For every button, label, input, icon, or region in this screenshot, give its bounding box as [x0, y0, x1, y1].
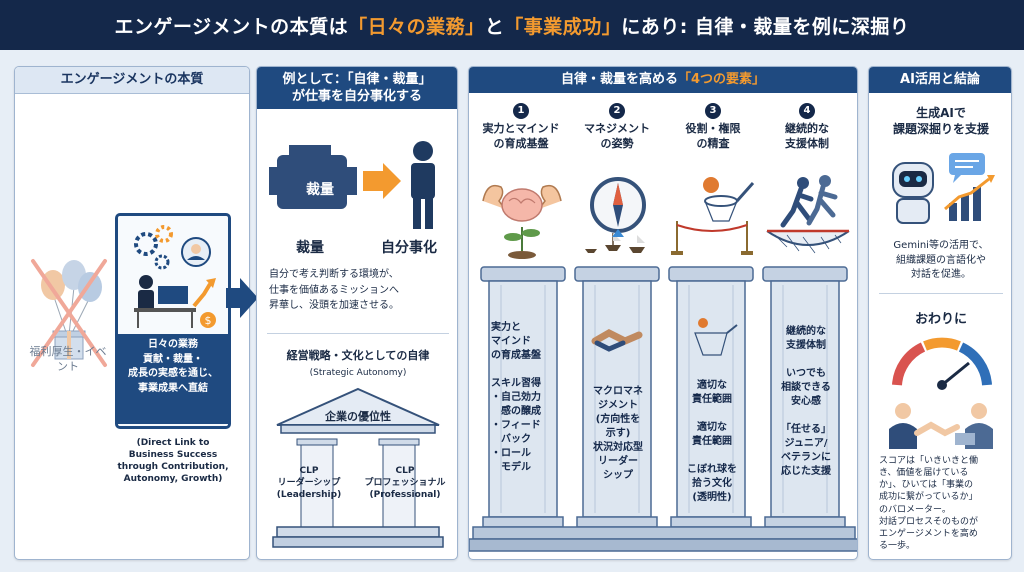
discretion-label: 裁量 [296, 240, 324, 256]
conclusion-description: スコアは「いきいきと働 き、価値を届けている か」、ひいては「事業の 成功に繋が… [879, 456, 979, 551]
pillar-2 [574, 266, 660, 528]
balloon-gift-icon [31, 259, 107, 367]
conclusion-title: おわりに [914, 312, 967, 327]
pillar-1 [480, 266, 566, 528]
element-4-title: 継続的な 支援体制 [785, 122, 829, 151]
brain-muscle-icon [482, 184, 562, 259]
panel-essence-heading: エンゲージメントの本質 [15, 67, 249, 94]
clp-professional: CLP プロフェッショナル (Professional) [364, 466, 446, 501]
temple-label: 企業の優位性 [325, 410, 391, 423]
panel-four-elements-heading-part2: 「4つの要素」 [677, 72, 766, 87]
engine-to-person-icon [269, 141, 435, 229]
ai-title: 生成AIで 課題深掘りを支援 [892, 106, 989, 137]
flow-arrow-icon [226, 278, 258, 318]
title-part-5: にあり: 自律・裁量を例に深掘り [621, 15, 910, 38]
pillar-4 [762, 266, 848, 528]
panel-ai-conclusion: AI活用と結論 生成AIで 課題深掘りを支援 Gemini等の活用で、 組織課題… [868, 66, 1012, 560]
title-part-3: と [484, 15, 505, 38]
panel-autonomy-heading: 例として：「自律・裁量」 が仕事を自分事化する [257, 67, 457, 109]
engine-label: 裁量 [306, 182, 334, 198]
temple-icon [272, 387, 444, 548]
panel-autonomy-heading-line2: が仕事を自分事化する [291, 89, 422, 104]
compass-icon [585, 177, 646, 253]
title-part-4: 「事業成功」 [504, 15, 622, 38]
panel-ai-heading: AI活用と結論 [869, 67, 1011, 93]
element-4: 4 継続的な 支援体制 [759, 103, 855, 152]
autonomy-description: 自分で考え判断する環境が、 仕事を価値あるミッションへ 昇華し、没頭を加速させる… [269, 269, 399, 311]
panel-essence: エンゲージメントの本質 福利厚生・イベント [14, 66, 250, 560]
panel-autonomy-example: 例として：「自律・裁量」 が仕事を自分事化する 裁量 裁量 自分事化 自分で考え… [256, 66, 458, 560]
element-1-title: 実力とマインド の育成基盤 [482, 122, 560, 151]
element-1: 1 実力とマインド の育成基盤 [473, 103, 569, 152]
desk-worker-icon: $ [134, 225, 216, 328]
divider-2 [879, 293, 1003, 294]
pillar-1-text: 実力と マインド の育成基盤 スキル習得 ・自己効力 感の醸成 ・フィード バッ… [491, 322, 541, 473]
daily-work-card: $ 日々の業務 貢献・裁量・ 成長の実感を通じ、 事業成果へ直結 [115, 213, 231, 429]
element-2-number: 2 [609, 103, 625, 119]
panel-four-elements: 自律・裁量を高める「4つの要素」 1 実力とマインド の育成基盤 2 マネジメン… [468, 66, 858, 560]
pillar-2-text: マクロマネ ジメント (方向性を 示す) 状況対応型 リーダー シップ [593, 386, 643, 481]
basketball-net-icon [671, 177, 755, 255]
panel-four-elements-heading-part1: 自律・裁量を高める [560, 72, 678, 87]
panel-autonomy-heading-line1: 例として：「自律・裁量」 [282, 72, 432, 87]
element-3: 3 役割・権限 の精査 [665, 103, 761, 152]
element-3-title: 役割・権限 の精査 [685, 122, 741, 151]
daily-work-text: 日々の業務 貢献・裁量・ 成長の実感を通じ、 事業成果へ直結 [118, 334, 228, 424]
element-2: 2 マネジメント の姿勢 [569, 103, 665, 152]
title-part-2: 「日々の業務」 [348, 15, 485, 38]
strategic-autonomy-english: (Strategic Autonomy) [309, 368, 407, 378]
svg-text:$: $ [205, 314, 212, 327]
runners-net-icon [766, 175, 850, 254]
ownership-label: 自分事化 [381, 240, 437, 256]
ai-description: Gemini等の活用で、 組織課題の言語化や 対話を促進。 [893, 240, 989, 280]
crossed-out-label: 福利厚生・イベント [29, 345, 107, 373]
element-3-number: 3 [705, 103, 721, 119]
element-4-number: 4 [799, 103, 815, 119]
pillar-3 [668, 266, 754, 528]
gauge-handshake-icon [889, 337, 993, 449]
panel-four-elements-heading: 自律・裁量を高める「4つの要素」 [469, 67, 857, 93]
strategic-autonomy-title: 経営戦略・文化としての自律 [286, 349, 430, 362]
clp-leadership: CLP リーダーシップ (Leadership) [276, 466, 342, 501]
pillar-3-text: 適切な 責任範囲 適切な 責任範囲 こぼれ球を 拾う文化 (透明性) [687, 380, 737, 503]
pillars-group [469, 266, 857, 552]
robot-chart-icon [892, 153, 995, 224]
direct-link-english: (Direct Link to Business Success through… [117, 438, 229, 485]
pillar-4-text: 継続的な 支援体制 いつでも 相談できる 安心感 「任せる」 ジュニア/ ベテラ… [781, 326, 831, 477]
title-part-1: エンゲージメントの本質は [114, 15, 349, 38]
element-1-number: 1 [513, 103, 529, 119]
main-title: エンゲージメントの本質は 「日々の業務」 と 「事業成功」 にあり: 自律・裁量… [0, 0, 1024, 50]
element-2-title: マネジメント の姿勢 [584, 122, 650, 151]
divider [267, 333, 449, 334]
